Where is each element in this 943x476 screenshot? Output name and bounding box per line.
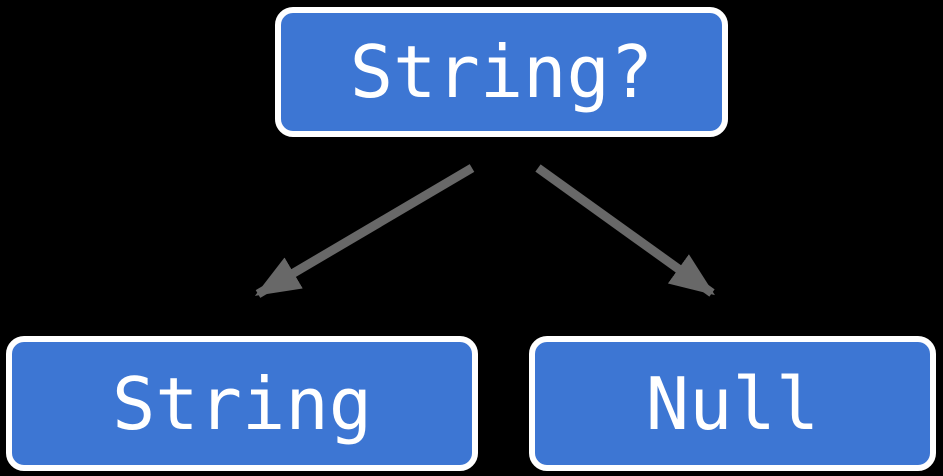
arrow-to-string bbox=[254, 164, 475, 298]
node-null-label: Null bbox=[645, 361, 820, 446]
node-string-nullable: String? bbox=[275, 7, 728, 137]
node-string-nullable-label: String? bbox=[349, 30, 654, 114]
node-string: String bbox=[6, 336, 478, 471]
node-string-label: String bbox=[111, 361, 373, 446]
node-null: Null bbox=[529, 336, 936, 471]
arrow-to-null bbox=[535, 164, 715, 297]
